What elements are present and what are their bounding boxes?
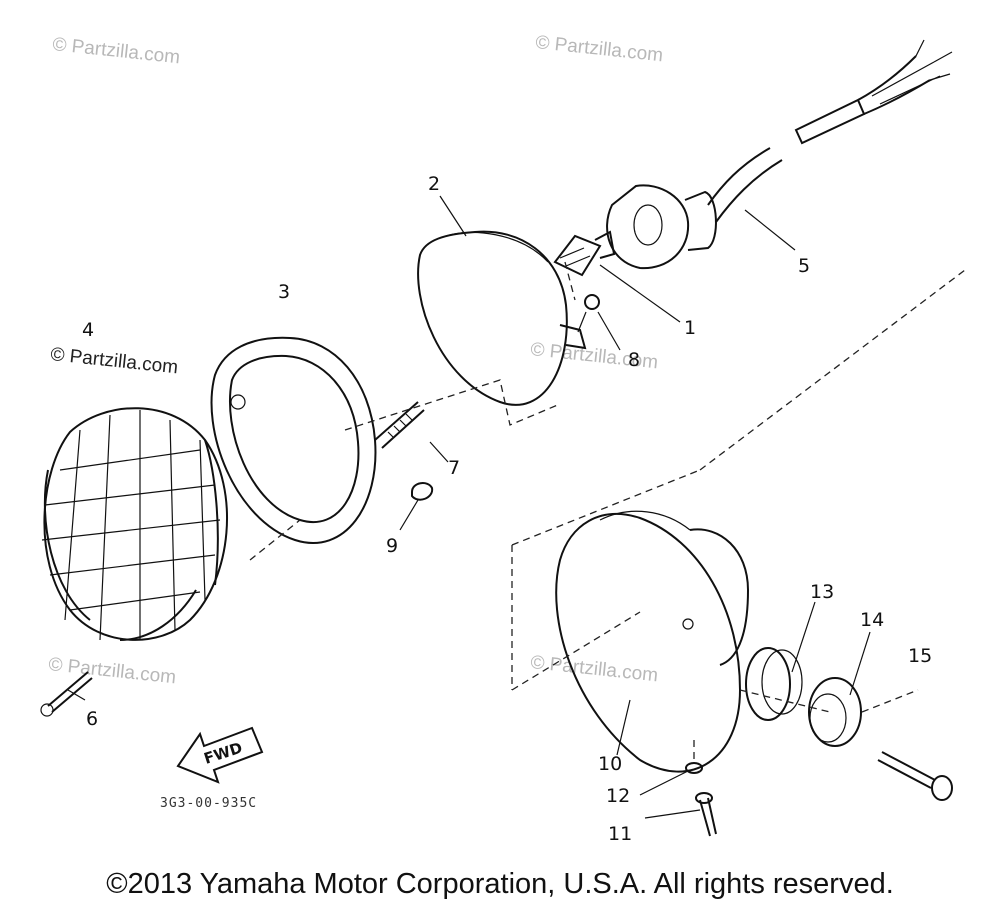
callout-3: 3 bbox=[278, 281, 290, 303]
callout-2: 2 bbox=[428, 173, 440, 195]
callout-7: 7 bbox=[448, 457, 460, 479]
callout-14: 14 bbox=[860, 609, 884, 631]
part-6-screw bbox=[40, 671, 93, 717]
watermark: © Partzilla.com bbox=[51, 34, 181, 68]
callout-12: 12 bbox=[606, 785, 630, 807]
part-14-cap bbox=[808, 677, 862, 747]
callout-10: 10 bbox=[598, 753, 622, 775]
part-13-grommet bbox=[745, 647, 803, 721]
part-12-washer bbox=[685, 762, 703, 774]
watermark: © Partzilla.com bbox=[529, 652, 659, 686]
forward-arrow: FWD bbox=[176, 726, 264, 784]
part-15-bolt bbox=[877, 751, 953, 801]
part-1-bulb bbox=[553, 230, 616, 277]
callout-5: 5 bbox=[798, 255, 810, 277]
callout-15: 15 bbox=[908, 645, 932, 667]
callout-13: 13 bbox=[810, 581, 834, 603]
callout-8: 8 bbox=[628, 349, 640, 371]
watermark: © Partzilla.com bbox=[47, 654, 177, 688]
watermark: © Partzilla.com bbox=[534, 32, 664, 66]
fwd-label: FWD bbox=[202, 739, 245, 768]
callout-9: 9 bbox=[386, 535, 398, 557]
watermark: © Partzilla.com bbox=[49, 344, 179, 378]
part-3-rim bbox=[210, 336, 377, 544]
assembly-lines bbox=[249, 261, 966, 760]
leader-lines bbox=[67, 195, 871, 819]
part-2-lens-unit bbox=[417, 230, 587, 406]
diagram-code: 3G3-00-935C bbox=[160, 796, 257, 811]
part-11-screw bbox=[695, 792, 717, 837]
callout-6: 6 bbox=[86, 708, 98, 730]
callout-4: 4 bbox=[82, 319, 94, 341]
part-7-screw bbox=[374, 401, 425, 449]
part-5-socket-harness bbox=[606, 39, 953, 270]
copyright-notice: ©2013 Yamaha Motor Corporation, U.S.A. A… bbox=[106, 868, 894, 900]
callout-11: 11 bbox=[608, 823, 632, 845]
callout-1: 1 bbox=[684, 317, 696, 339]
part-4-guard-grille bbox=[41, 407, 228, 641]
part-9-screw bbox=[411, 482, 434, 501]
part-8-bolt bbox=[577, 294, 600, 333]
part-10-headlight-body bbox=[555, 510, 750, 773]
